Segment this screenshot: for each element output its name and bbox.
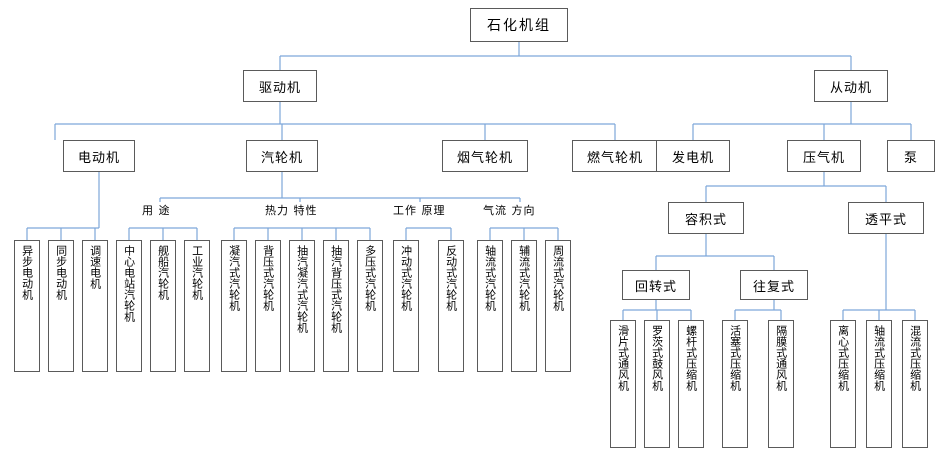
category-label-left: 工作: [393, 204, 417, 217]
node-pump[interactable]: 泵: [887, 140, 935, 172]
leaf-node[interactable]: 调速电机: [82, 240, 108, 372]
node-generator[interactable]: 发电机: [656, 140, 730, 172]
leaf-node[interactable]: 多压式汽轮机: [357, 240, 383, 372]
node-gas-turbine[interactable]: 燃气轮机: [572, 140, 658, 172]
leaf-node[interactable]: 背压式汽轮机: [255, 240, 281, 372]
leaf-node[interactable]: 轴流式压缩机: [866, 320, 892, 448]
category-label-right: 方向: [511, 204, 536, 217]
node-electric-motor[interactable]: 电动机: [63, 140, 135, 172]
leaf-node[interactable]: 冲动式汽轮机: [393, 240, 419, 372]
leaf-node[interactable]: 离心式压缩机: [830, 320, 856, 448]
node-steam-turbine[interactable]: 汽轮机: [246, 140, 318, 172]
leaf-node[interactable]: 抽汽凝汽式汽轮机: [289, 240, 315, 372]
node-rotary[interactable]: 回转式: [622, 270, 690, 300]
category-label-right: 原理: [421, 204, 446, 217]
leaf-node[interactable]: 隔膜式通风机: [768, 320, 794, 448]
leaf-node[interactable]: 中心电站汽轮机: [116, 240, 142, 372]
node-positive-displacement[interactable]: 容积式: [668, 202, 744, 234]
leaf-node[interactable]: 凝汽式汽轮机: [221, 240, 247, 372]
node-driven[interactable]: 从动机: [814, 70, 888, 102]
category-label-flow-direction: 气流 方向: [482, 202, 537, 218]
leaf-node[interactable]: 工业汽轮机: [184, 240, 210, 372]
category-label-right: 途: [158, 204, 171, 217]
leaf-node[interactable]: 反动式汽轮机: [438, 240, 464, 372]
category-label-working-theory: 工作 原理: [392, 202, 447, 218]
leaf-node[interactable]: 罗茨式鼓风机: [644, 320, 670, 448]
category-label-left: 气流: [483, 204, 507, 217]
category-label-right: 特性: [293, 204, 318, 217]
leaf-node[interactable]: 异步电动机: [14, 240, 40, 372]
node-driver[interactable]: 驱动机: [243, 70, 317, 102]
leaf-node[interactable]: 舰船汽轮机: [150, 240, 176, 372]
node-reciprocating[interactable]: 往复式: [740, 270, 808, 300]
leaf-node[interactable]: 辅流式汽轮机: [511, 240, 537, 372]
leaf-node[interactable]: 周流式汽轮机: [545, 240, 571, 372]
node-flue-gas-turbine[interactable]: 烟气轮机: [442, 140, 528, 172]
node-root[interactable]: 石化机组: [470, 8, 568, 42]
leaf-node[interactable]: 活塞式压缩机: [722, 320, 748, 448]
leaf-node[interactable]: 螺杆式压缩机: [678, 320, 704, 448]
node-compressor[interactable]: 压气机: [787, 140, 861, 172]
leaf-node[interactable]: 轴流式汽轮机: [477, 240, 503, 372]
category-label-usage: 用 途: [141, 202, 172, 218]
leaf-node[interactable]: 抽汽背压式汽轮机: [323, 240, 349, 372]
category-label-left: 用: [142, 204, 154, 217]
category-label-thermal: 热力 特性: [264, 202, 319, 218]
category-label-left: 热力: [265, 204, 289, 217]
node-turbo-type[interactable]: 透平式: [848, 202, 924, 234]
leaf-node[interactable]: 混流式压缩机: [902, 320, 928, 448]
leaf-node[interactable]: 同步电动机: [48, 240, 74, 372]
leaf-node[interactable]: 滑片式通风机: [610, 320, 636, 448]
